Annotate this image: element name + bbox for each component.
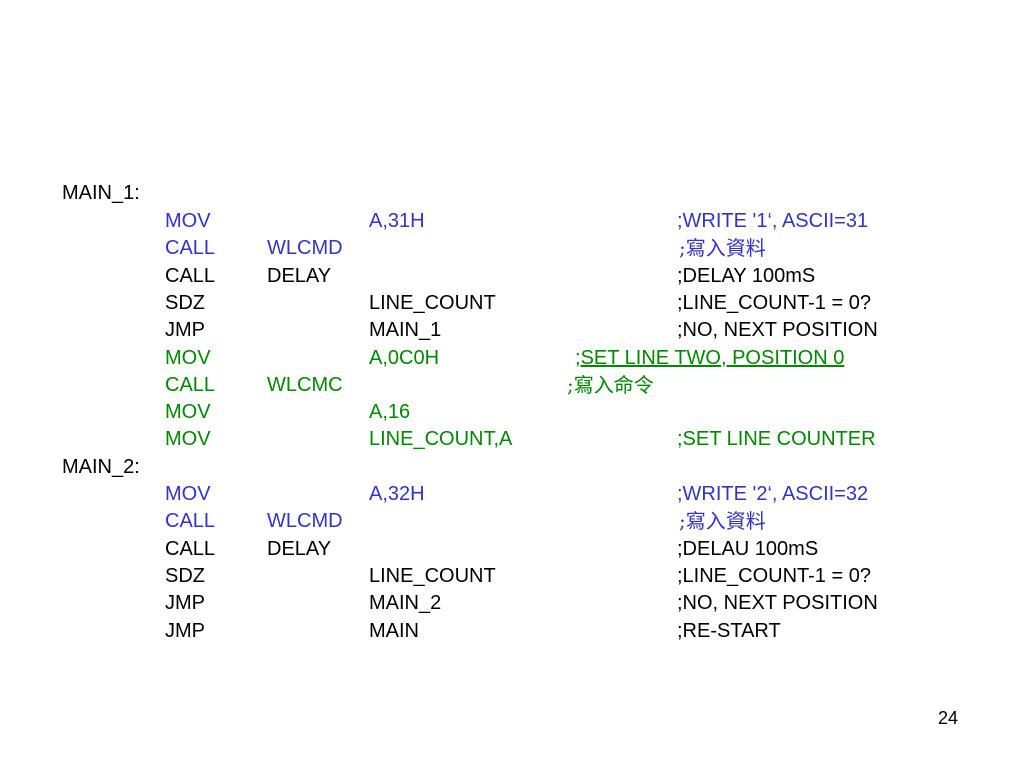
code-line: CALL DELAY ;DELAY 100mS — [0, 262, 1024, 290]
operand: WLCMD — [267, 510, 343, 532]
page-number: 24 — [938, 708, 959, 728]
operand: MAIN_2 — [369, 592, 442, 614]
opcode: MOV — [165, 210, 211, 232]
comment: ;NO, NEXT POSITION — [677, 592, 878, 614]
opcode: JMP — [165, 620, 205, 642]
code-label: MAIN_2: — [62, 456, 140, 478]
comment: ;RE-START — [677, 620, 781, 642]
operand: MAIN_1 — [369, 319, 442, 341]
code-line: MOV A,0C0H ;SET LINE TWO, POSITION 0 — [0, 344, 1024, 372]
code-line: MOV A,32H ;WRITE '2‘, ASCII=32 — [0, 480, 1024, 508]
code-line: CALL WLCMC ;寫入命令 — [0, 371, 1024, 399]
comment-underlined: SET LINE TWO, POSITION 0 — [580, 347, 845, 369]
operand: MAIN — [369, 620, 419, 642]
opcode: MOV — [165, 428, 211, 450]
comment: ;SET LINE TWO, POSITION 0 — [575, 344, 844, 372]
operand: A,32H — [369, 483, 425, 505]
code-label: MAIN_1: — [62, 182, 140, 204]
opcode: MOV — [165, 483, 211, 505]
opcode: CALL — [165, 510, 216, 532]
code-line: SDZ LINE_COUNT ;LINE_COUNT-1 = 0? — [0, 562, 1024, 590]
code-line: MOV LINE_COUNT,A ;SET LINE COUNTER — [0, 425, 1024, 453]
label-line-main2: MAIN_2: — [0, 453, 1024, 481]
opcode: CALL — [165, 538, 216, 560]
code-line: JMP MAIN_2 ;NO, NEXT POSITION — [0, 589, 1024, 617]
comment: ;寫入資料 — [679, 236, 766, 260]
comment: ;DELAY 100mS — [677, 265, 816, 287]
operand: WLCMC — [267, 374, 343, 396]
code-line: SDZ LINE_COUNT ;LINE_COUNT-1 = 0? — [0, 289, 1024, 317]
opcode: SDZ — [165, 292, 205, 314]
operand: DELAY — [267, 265, 332, 287]
opcode: MOV — [165, 347, 211, 369]
operand: A,0C0H — [369, 347, 440, 369]
opcode: CALL — [165, 265, 216, 287]
opcode: MOV — [165, 401, 211, 423]
code-line: CALL WLCMD ;寫入資料 — [0, 507, 1024, 535]
comment: ;SET LINE COUNTER — [677, 428, 876, 450]
opcode: JMP — [165, 592, 205, 614]
comment: ;LINE_COUNT-1 = 0? — [677, 292, 871, 314]
code-line: JMP MAIN ;RE-START — [0, 617, 1024, 645]
code-line: CALL WLCMD ;寫入資料 — [0, 234, 1024, 262]
operand: LINE_COUNT,A — [369, 428, 513, 450]
opcode: JMP — [165, 319, 205, 341]
operand: LINE_COUNT — [369, 292, 496, 314]
operand: A,16 — [369, 401, 411, 423]
comment-prefix: ; — [575, 347, 581, 369]
opcode: CALL — [165, 237, 216, 259]
comment: ;LINE_COUNT-1 = 0? — [677, 565, 871, 587]
code-line: MOV A,31H ;WRITE '1‘, ASCII=31 — [0, 207, 1024, 235]
opcode: CALL — [165, 374, 216, 396]
operand: WLCMD — [267, 237, 343, 259]
opcode: SDZ — [165, 565, 205, 587]
operand: A,31H — [369, 210, 425, 232]
operand: DELAY — [267, 538, 332, 560]
comment: ;NO, NEXT POSITION — [677, 319, 878, 341]
code-line: MOV A,16 — [0, 398, 1024, 426]
code-line: JMP MAIN_1 ;NO, NEXT POSITION — [0, 316, 1024, 344]
comment: ;寫入命令 — [567, 373, 654, 397]
comment: ;WRITE '2‘, ASCII=32 — [677, 483, 869, 505]
code-line: CALL DELAY ;DELAU 100mS — [0, 535, 1024, 563]
comment: ;WRITE '1‘, ASCII=31 — [677, 210, 869, 232]
operand: LINE_COUNT — [369, 565, 496, 587]
comment: ;寫入資料 — [679, 509, 766, 533]
label-line-main1: MAIN_1: — [0, 179, 1024, 207]
comment: ;DELAU 100mS — [677, 538, 819, 560]
